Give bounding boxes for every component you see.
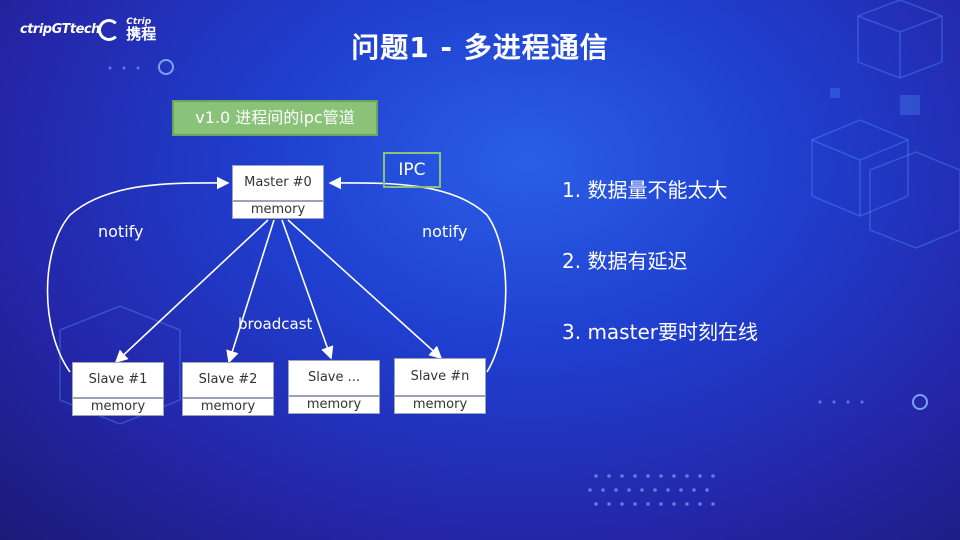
broadcast-arrow-4 xyxy=(287,219,443,360)
notify-arrow-left xyxy=(46,176,230,373)
broadcast-arrow-2 xyxy=(226,219,275,364)
ctrip-gt-tech-logo: ctripGTtech xyxy=(20,22,100,37)
slave-memory-2: memory xyxy=(182,398,274,416)
point-3: 3. master要时刻在线 xyxy=(562,320,758,344)
broadcast-arrow-3 xyxy=(281,219,334,360)
page-title: 问题1 - 多进程通信 xyxy=(351,31,609,64)
notify-arrow-right xyxy=(328,176,507,373)
broadcast-arrow-1 xyxy=(114,219,269,364)
master-memory: memory xyxy=(232,201,324,219)
broadcast-label: broadcast xyxy=(238,315,313,333)
master-memory-label: memory xyxy=(250,202,306,217)
ipc-label: IPC xyxy=(383,152,441,188)
slave-memory-label: memory xyxy=(412,397,468,412)
notify-label-left: notify xyxy=(98,222,144,241)
slave-memory-3: memory xyxy=(288,396,380,414)
slave-memory-1: memory xyxy=(72,398,164,416)
slave-memory-label: memory xyxy=(306,397,362,412)
slave-memory-label: memory xyxy=(200,399,256,414)
slave-node-1: Slave #1 xyxy=(72,362,164,398)
slave-label: Slave ... xyxy=(307,370,361,385)
slave-memory-label: memory xyxy=(90,399,146,414)
ctrip-logo-icon xyxy=(98,19,120,41)
version-tag: v1.0 进程间的ipc管道 xyxy=(172,100,378,136)
logo-text-right: 携程 xyxy=(126,25,157,43)
master-label: Master #0 xyxy=(244,175,312,190)
master-node: Master #0 xyxy=(232,165,324,201)
slave-node-3: Slave ... xyxy=(288,360,380,396)
slave-node-n: Slave #n xyxy=(394,358,486,396)
slave-label: Slave #2 xyxy=(198,372,258,387)
logo-text-left: ctripGTtech xyxy=(20,22,100,37)
slave-label: Slave #1 xyxy=(88,372,148,387)
notify-label-right: notify xyxy=(422,222,468,241)
logo-text-small: Ctrip xyxy=(126,17,152,27)
point-2: 2. 数据有延迟 xyxy=(562,249,688,273)
slave-label: Slave #n xyxy=(410,369,470,384)
ctrip-logo: Ctrip 携程 xyxy=(98,18,156,42)
slave-memory-n: memory xyxy=(394,396,486,414)
point-1: 1. 数据量不能太大 xyxy=(562,178,728,202)
slave-node-2: Slave #2 xyxy=(182,362,274,398)
